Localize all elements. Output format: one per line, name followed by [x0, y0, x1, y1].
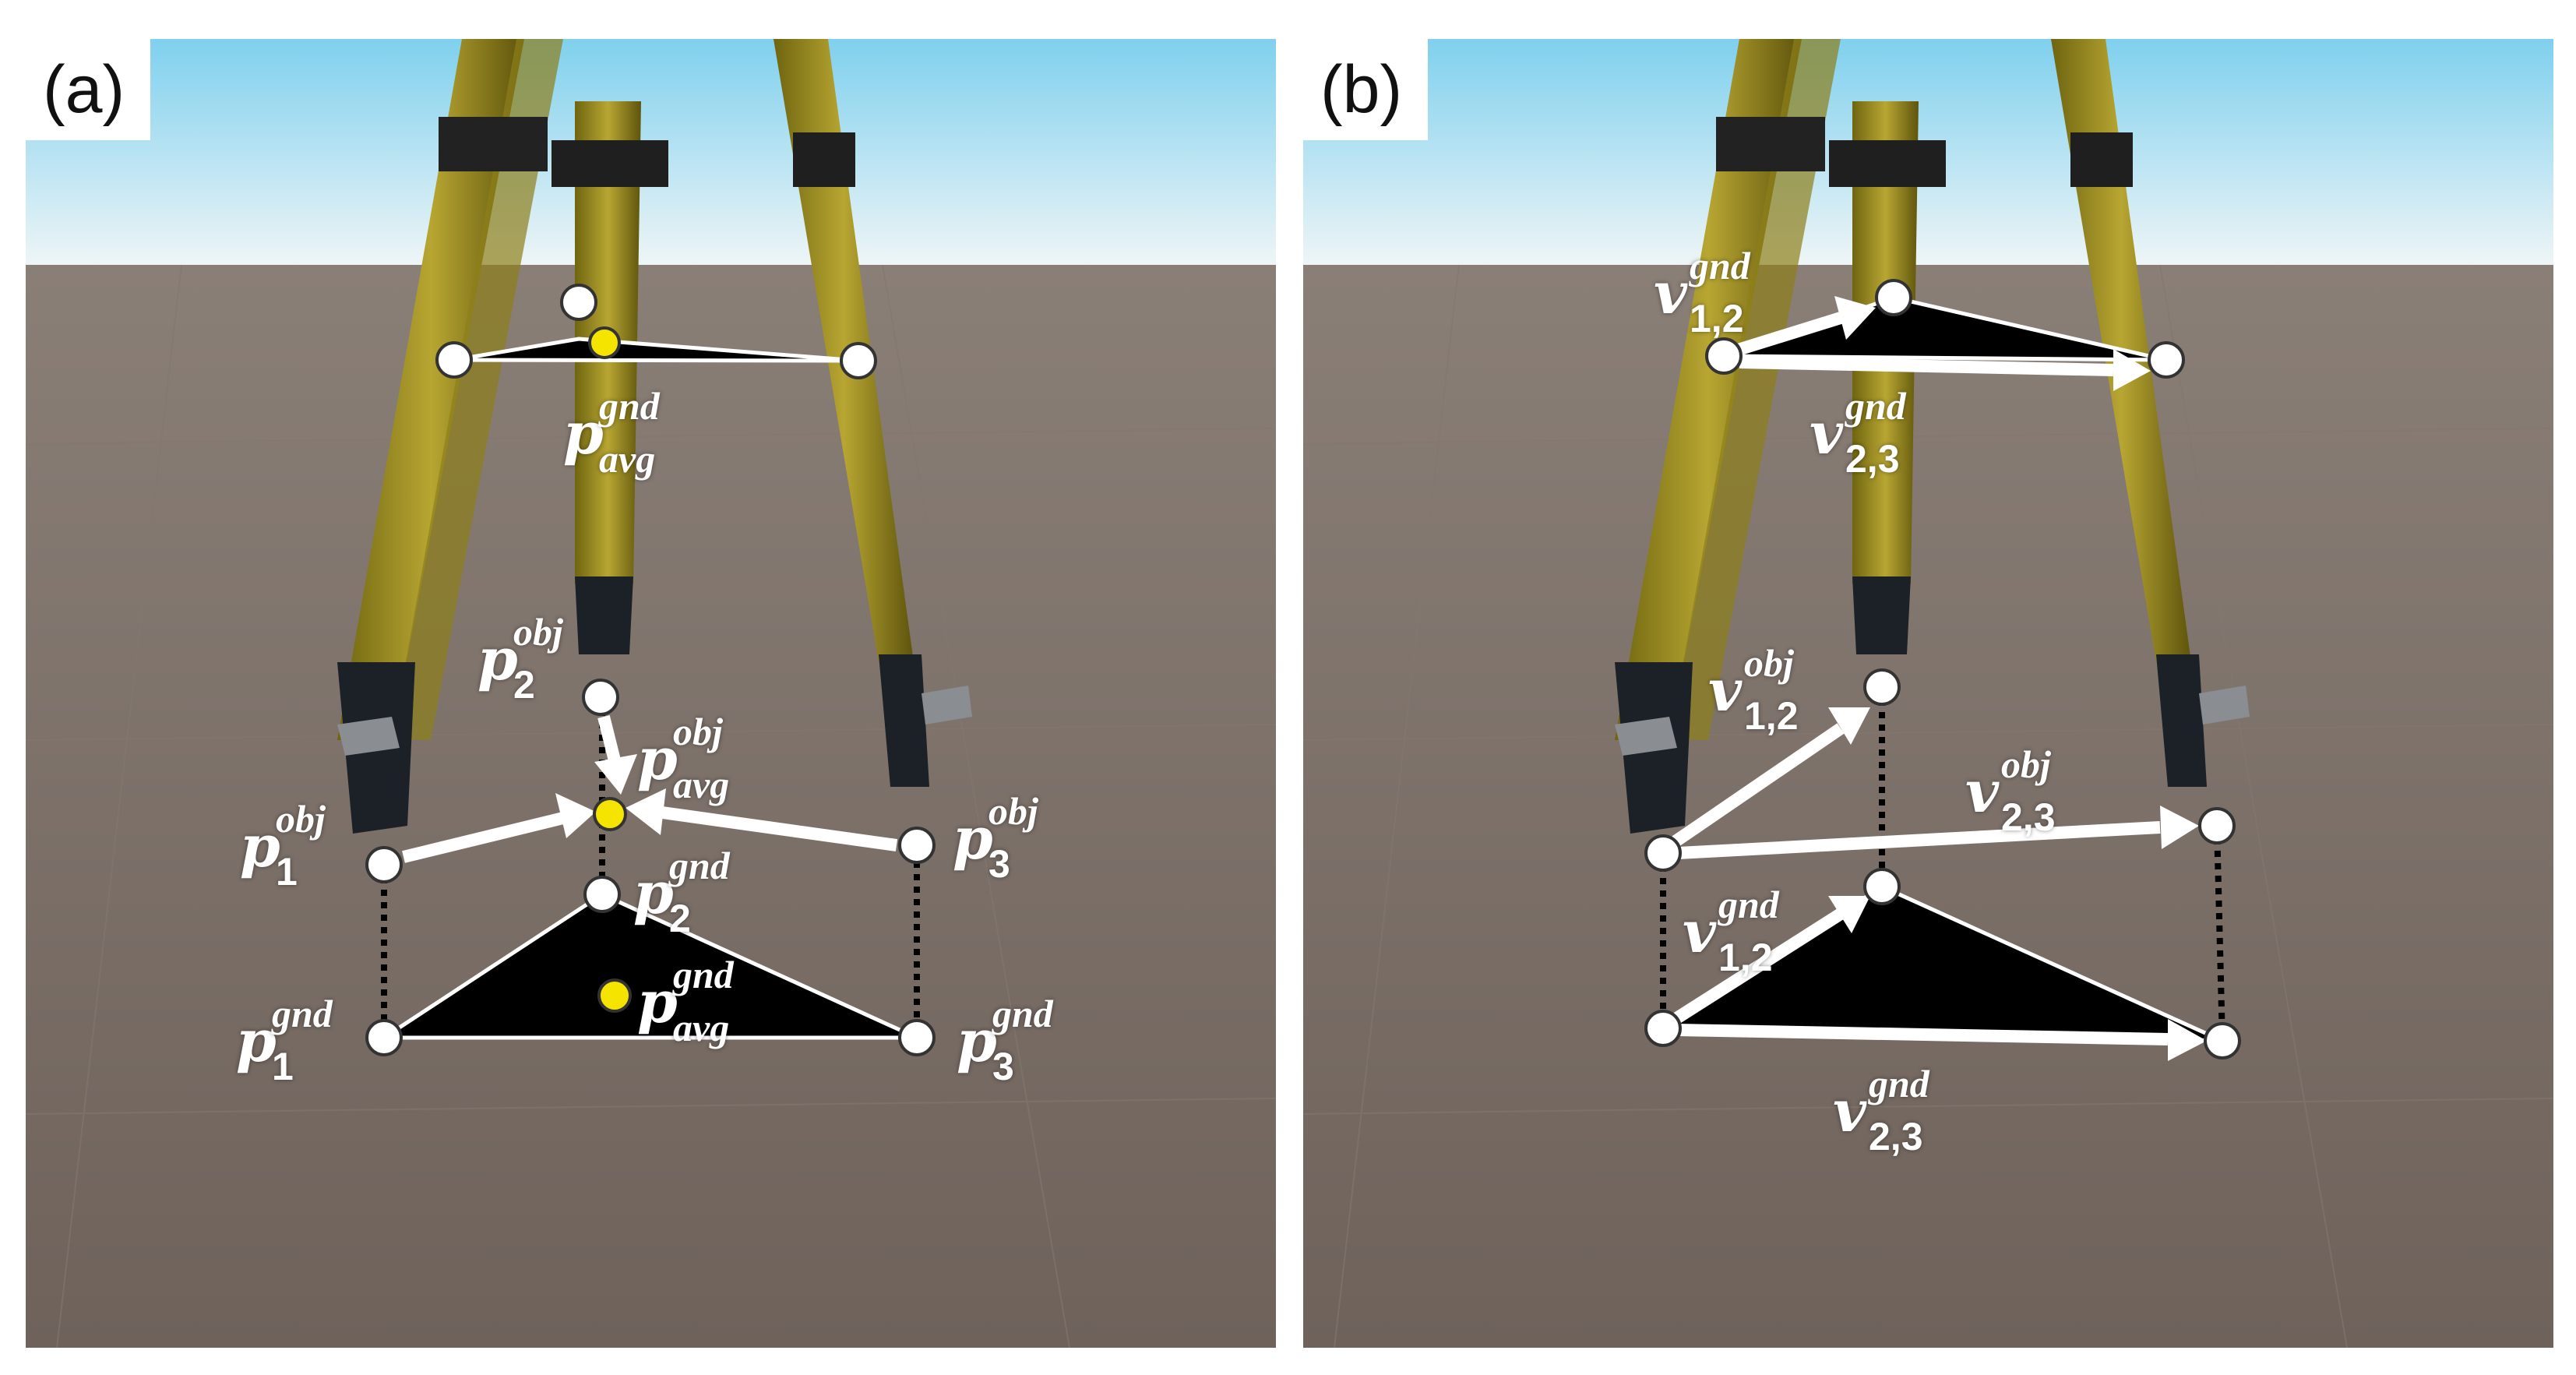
point-p1-gnd	[1644, 1010, 1682, 1047]
point-top-left	[435, 341, 473, 379]
panel-label: (a)	[26, 39, 150, 140]
point-p1-gnd	[365, 1019, 403, 1056]
tripod-foot-center	[575, 576, 633, 654]
ground-grid	[1303, 264, 2553, 1348]
point-p3-gnd	[898, 1019, 936, 1056]
vertical-connectors	[381, 697, 920, 1038]
points-b	[1644, 279, 2241, 1059]
scene-b	[1303, 39, 2553, 1348]
point-p1-obj	[1644, 834, 1682, 872]
tripod-strap-center	[551, 140, 668, 187]
tripod-foot-right	[2156, 654, 2207, 787]
point-p2-gnd	[1863, 868, 1901, 905]
tripod-foot-right-plate	[922, 686, 972, 725]
arrows-b	[1672, 296, 2207, 1061]
point-p2-obj	[1863, 668, 1901, 706]
point-p1-obj	[365, 846, 403, 883]
top-ground-triangle	[453, 337, 859, 363]
scene-a	[26, 39, 1276, 1348]
point-p3-obj	[2198, 807, 2236, 844]
ground-triangle	[377, 892, 918, 1040]
point-top-left	[1705, 337, 1743, 375]
tripod-leg-left	[337, 39, 524, 740]
point-top-center	[1875, 279, 1912, 316]
point-top-right	[840, 342, 877, 379]
tripod-foot-right	[879, 654, 929, 787]
tripod-leg-left-2	[1669, 39, 1841, 740]
tripod-foot-center	[1852, 576, 1911, 654]
tripod-foot-right-plate	[2199, 686, 2250, 725]
points-a	[365, 284, 936, 1056]
point-top-avg	[588, 326, 621, 359]
tripod-strap-left	[439, 117, 548, 171]
tripod-strap-right	[2070, 132, 2133, 187]
point-p2-gnd	[583, 876, 621, 913]
point-avg-obj	[593, 797, 627, 831]
point-p2-obj	[582, 679, 619, 716]
point-p3-gnd	[2204, 1022, 2241, 1059]
point-avg-gnd	[597, 978, 632, 1013]
tripod-strap-left	[1716, 117, 1825, 171]
point-p3-obj	[898, 827, 936, 864]
tripod-foot-left-plate	[337, 717, 400, 756]
ground-grid	[26, 264, 1276, 1348]
point-top-center	[560, 284, 597, 321]
tripod-leg-left	[1615, 39, 1802, 740]
tripod-strap-right	[793, 132, 855, 187]
vertical-connectors	[1660, 687, 2225, 1042]
tripod-foot-left-plate	[1615, 717, 1677, 756]
ground	[1303, 265, 2553, 1348]
tripod-leg-left-2	[392, 39, 563, 740]
panel-label: (b)	[1303, 39, 1428, 140]
tripod-strap-center	[1829, 140, 1946, 187]
arrows-a	[402, 715, 898, 863]
point-top-right	[2148, 341, 2185, 379]
